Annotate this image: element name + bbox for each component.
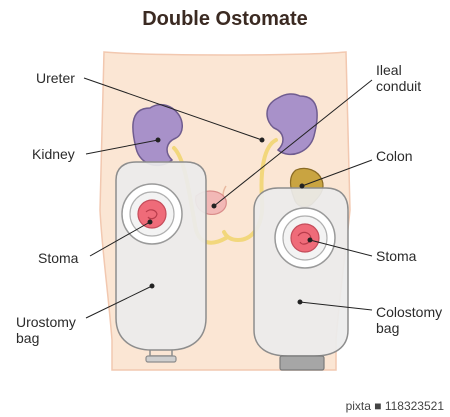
- urostomy-bag-valve: [145, 355, 177, 363]
- label-ileal-conduit-line2: conduit: [376, 78, 422, 94]
- leader-colostomy-bag-dot: [297, 299, 303, 305]
- leader-urostomy-bag-dot: [149, 283, 155, 289]
- colostomy-stoma: [290, 223, 320, 253]
- leader-colostomy-bag: [299, 301, 373, 311]
- stock-watermark: pixta ■ 118323521: [345, 399, 444, 413]
- leader-stoma-left-dot: [147, 219, 153, 225]
- label-kidney: Kidney: [32, 146, 75, 162]
- leader-colon: [301, 159, 373, 187]
- label-ileal-conduit: Ileal conduit: [376, 62, 421, 94]
- label-urostomy-line1: Urostomy: [16, 314, 76, 330]
- leader-ureter: [83, 77, 263, 141]
- urostomy-stoma: [137, 199, 167, 229]
- label-colostomy-line1: Colostomy: [376, 304, 443, 320]
- colostomy-bag-clip: [279, 355, 325, 371]
- label-urostomy-line2: bag: [16, 330, 40, 346]
- leader-kidney-dot: [155, 137, 161, 143]
- leader-ureter-dot: [259, 137, 265, 143]
- leader-stoma-right: [309, 239, 373, 257]
- label-stoma-right: Stoma: [376, 248, 417, 264]
- leader-stoma-right-dot: [307, 237, 313, 243]
- label-colostomy-bag: Colostomy bag: [376, 304, 442, 336]
- label-colon: Colon: [376, 148, 413, 164]
- label-colostomy-line2: bag: [376, 320, 400, 336]
- leader-ileal-conduit: [213, 79, 373, 207]
- right-kidney: [266, 93, 318, 156]
- left-kidney: [132, 103, 183, 167]
- leader-ileal-conduit-dot: [211, 203, 217, 209]
- label-ureter: Ureter: [36, 70, 75, 86]
- leader-kidney: [85, 139, 159, 155]
- leader-urostomy-bag: [85, 285, 153, 319]
- label-urostomy-bag: Urostomy bag: [16, 314, 76, 346]
- diagram-title: Double Ostomate: [142, 8, 308, 30]
- label-stoma-left: Stoma: [38, 250, 79, 266]
- leader-stoma-left: [89, 221, 151, 257]
- urostomy-stoma-opening: [145, 209, 158, 220]
- label-ileal-conduit-line1: Ileal: [376, 62, 402, 78]
- leader-colon-dot: [299, 183, 305, 189]
